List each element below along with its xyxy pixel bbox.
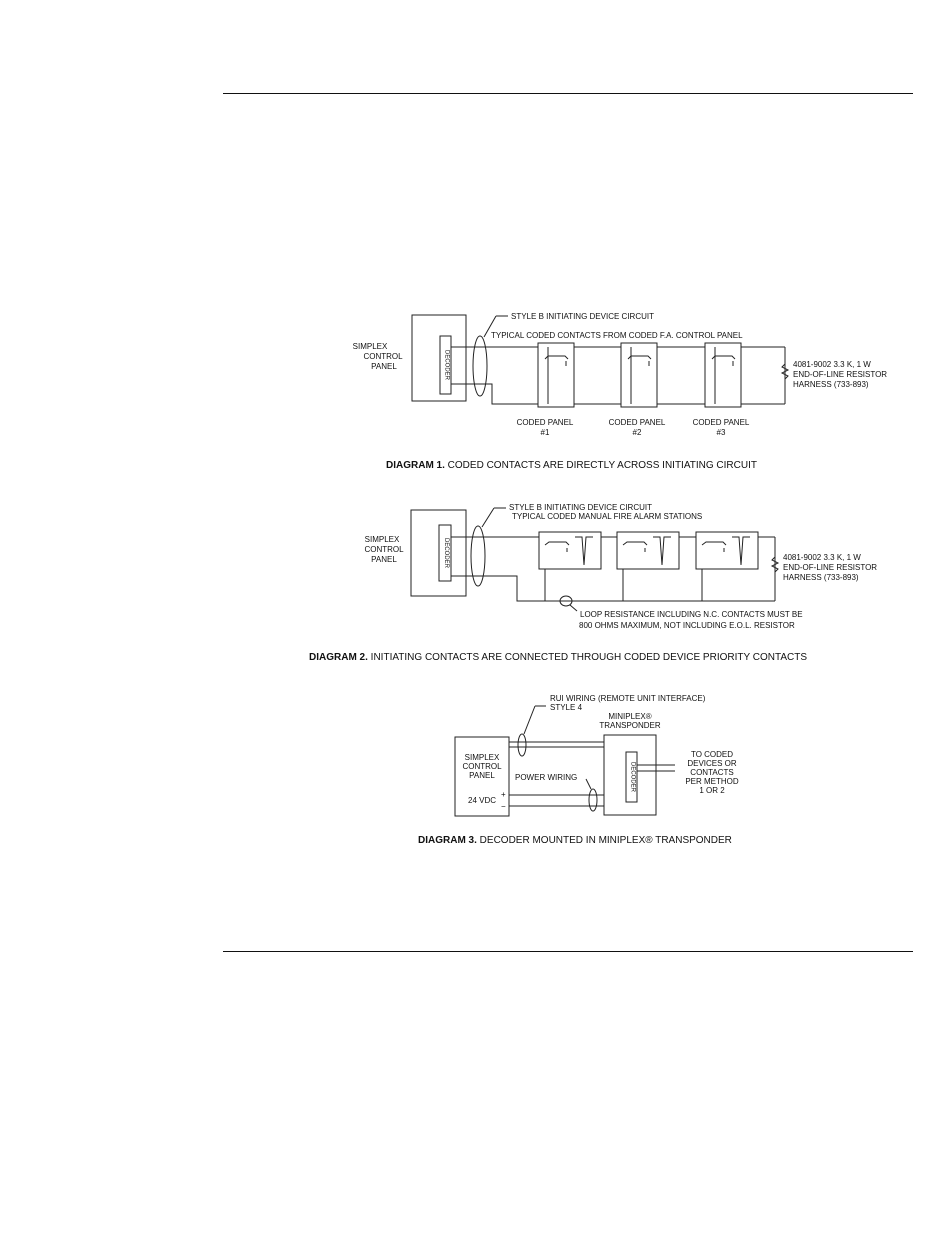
top-rule xyxy=(223,93,913,94)
d3-power-leader xyxy=(585,778,592,790)
d3-transponder-line1: MINIPLEX® xyxy=(608,712,651,721)
d3-power-label: POWER WIRING xyxy=(515,773,577,782)
d3-to-coded-line2: DEVICES OR xyxy=(687,759,737,768)
d1-typical-label: TYPICAL CODED CONTACTS FROM CODED F.A. C… xyxy=(491,331,743,340)
d2-typical-label: TYPICAL CODED MANUAL FIRE ALARM STATIONS xyxy=(512,512,702,521)
d3-power-bundle xyxy=(588,788,598,812)
d1-circuit-bundle xyxy=(472,335,488,397)
d2-caption-bold: DIAGRAM 2. xyxy=(309,652,368,663)
d3-plus-sign: + xyxy=(501,790,506,799)
d1-coded-panel-3-line1: CODED PANEL xyxy=(693,418,750,427)
d3-rui-line1: RUI WIRING (REMOTE UNIT INTERFACE) xyxy=(550,694,706,703)
diagram-1: SIMPLEX CONTROL PANEL DECODER STYLE B IN… xyxy=(353,312,888,471)
d2-station-1 xyxy=(538,531,602,601)
d1-caption: DIAGRAM 1. CODED CONTACTS ARE DIRECTLY A… xyxy=(386,460,757,471)
d2-resistor-line3: HARNESS (733-893) xyxy=(783,573,859,582)
d2-loop-leader xyxy=(569,604,578,612)
d1-style-b-label: STYLE B INITIATING DEVICE CIRCUIT xyxy=(511,312,654,321)
d3-to-coded-line3: CONTACTS xyxy=(690,768,733,777)
d2-panel-label-2: CONTROL xyxy=(364,545,404,554)
d1-coded-panel-3 xyxy=(704,342,742,408)
d3-vdc-label: 24 VDC xyxy=(468,796,496,805)
d1-leader-style xyxy=(483,315,497,338)
d1-coded-panel-1-line1: CODED PANEL xyxy=(517,418,574,427)
d1-control-panel xyxy=(411,314,467,402)
d3-decoder-label: DECODER xyxy=(630,762,636,793)
d1-decoder-label: DECODER xyxy=(444,350,450,381)
d2-loop-line1: LOOP RESISTANCE INCLUDING N.C. CONTACTS … xyxy=(580,610,803,619)
d2-caption-text: INITIATING CONTACTS ARE CONNECTED THROUG… xyxy=(368,652,807,663)
diagram-3: SIMPLEX CONTROL PANEL 24 VDC + − DECODER… xyxy=(418,694,739,846)
d3-to-coded-line4: PER METHOD xyxy=(685,777,739,786)
d2-leader-style xyxy=(481,507,495,528)
d2-caption: DIAGRAM 2. INITIATING CONTACTS ARE CONNE… xyxy=(309,652,807,663)
d2-loop-marker xyxy=(559,595,573,607)
d3-to-coded-line1: TO CODED xyxy=(691,750,733,759)
d2-station-3 xyxy=(695,531,759,601)
d2-loop-line2: 800 OHMS MAXIMUM, NOT INCLUDING E.O.L. R… xyxy=(579,621,795,630)
d1-panel-label-1: SIMPLEX xyxy=(353,342,388,351)
d1-caption-text: CODED CONTACTS ARE DIRECTLY ACROSS INITI… xyxy=(445,460,757,471)
d1-coded-panel-2-line1: CODED PANEL xyxy=(609,418,666,427)
d1-coded-panel-3-line2: #3 xyxy=(717,428,726,437)
d2-decoder-label: DECODER xyxy=(443,538,449,569)
bottom-rule xyxy=(223,951,913,952)
d1-resistor-line1: 4081-9002 3.3 K, 1 W xyxy=(793,360,871,369)
d1-coded-panel-1-line2: #1 xyxy=(541,428,550,437)
d3-control-panel xyxy=(454,736,510,817)
d3-panel-label-1: SIMPLEX xyxy=(465,753,500,762)
d2-eol-resistor xyxy=(770,556,780,573)
d3-caption-bold: DIAGRAM 3. xyxy=(418,835,477,846)
d3-minus-sign: − xyxy=(501,802,506,811)
d3-decoder-module xyxy=(625,751,638,803)
diagram-2: SIMPLEX CONTROL PANEL DECODER STYLE B IN… xyxy=(309,503,877,663)
d2-panel-label-3: PANEL xyxy=(371,555,397,564)
d1-panel-label-3: PANEL xyxy=(371,362,397,371)
d1-eol-resistor xyxy=(780,363,790,380)
d1-coded-panel-2-line2: #2 xyxy=(633,428,642,437)
d2-station-2 xyxy=(616,531,680,601)
d1-decoder-module xyxy=(439,335,452,395)
d2-resistor-line2: END-OF-LINE RESISTOR xyxy=(783,563,877,572)
d2-style-b-label: STYLE B INITIATING DEVICE CIRCUIT xyxy=(509,503,652,512)
d3-rui-line2: STYLE 4 xyxy=(550,703,583,712)
d3-caption: DIAGRAM 3. DECODER MOUNTED IN MINIPLEX® … xyxy=(418,835,732,846)
d2-circuit-bundle xyxy=(470,525,486,587)
d3-panel-label-2: CONTROL xyxy=(462,762,502,771)
d2-bottom-wire xyxy=(451,575,775,602)
d1-coded-panel-1 xyxy=(537,342,575,408)
d2-panel-label-1: SIMPLEX xyxy=(365,535,400,544)
d1-caption-bold: DIAGRAM 1. xyxy=(386,460,445,471)
d3-rui-leader xyxy=(523,705,536,735)
d3-caption-text: DECODER MOUNTED IN MINIPLEX® TRANSPONDER xyxy=(477,835,732,846)
d1-resistor-line3: HARNESS (733-893) xyxy=(793,380,869,389)
d2-resistor-line1: 4081-9002 3.3 K, 1 W xyxy=(783,553,861,562)
d3-transponder-line2: TRANSPONDER xyxy=(599,721,661,730)
d1-resistor-line2: END-OF-LINE RESISTOR xyxy=(793,370,887,379)
d2-decoder-module xyxy=(438,524,452,582)
d3-rui-bundle xyxy=(517,733,527,757)
d3-panel-label-3: PANEL xyxy=(469,771,495,780)
d1-coded-panel-2 xyxy=(620,342,658,408)
d1-panel-label-2: CONTROL xyxy=(363,352,403,361)
d3-to-coded-line5: 1 OR 2 xyxy=(699,786,725,795)
